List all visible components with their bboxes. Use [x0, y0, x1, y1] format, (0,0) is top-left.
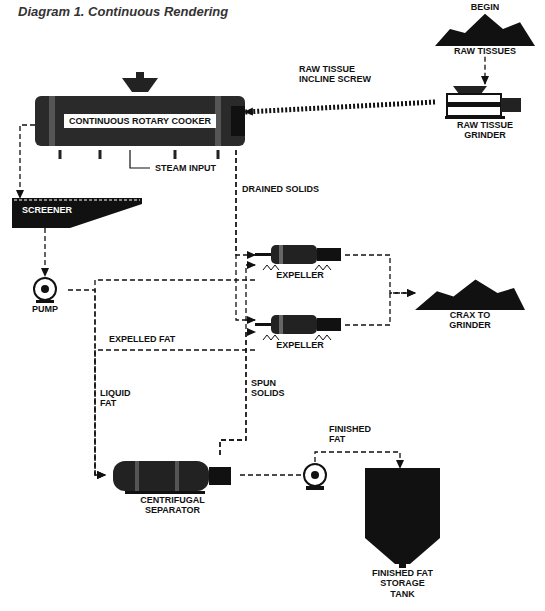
- flow-arrow: [95, 350, 255, 475]
- grinder-hopper: [453, 86, 487, 94]
- pump-hub: [41, 285, 49, 293]
- equipment-label: RAW TISSUES: [454, 46, 516, 56]
- cooker-band: [49, 96, 55, 146]
- equipment-node: EXPELLER: [255, 310, 345, 350]
- screener-wedge: [12, 198, 142, 228]
- cooker-end: [231, 106, 245, 136]
- flow-label: RAW TISSUE INCLINE SCREW: [298, 64, 384, 85]
- cooker-legs: [60, 150, 218, 159]
- expeller-motor: [317, 248, 341, 261]
- flow-arrow: [20, 125, 35, 198]
- expeller-feet: [263, 335, 279, 340]
- grinder-base: [445, 116, 505, 119]
- equipment-label: CRAX TO GRINDER: [438, 310, 502, 331]
- flow-label: LIQUID FAT: [99, 388, 141, 409]
- flow-label: EXPELLED FAT: [108, 334, 176, 344]
- grinder-drawing: [435, 84, 535, 120]
- tissue-pile: [435, 14, 535, 46]
- crax-pile: [415, 279, 525, 310]
- equipment-node: CONTINUOUS ROTARY COOKER: [35, 92, 245, 150]
- screen-mesh: [14, 200, 140, 201]
- pump-base: [36, 300, 54, 303]
- storage-tank: [365, 468, 440, 564]
- cooker-hopper: [122, 72, 158, 92]
- expeller-band: [279, 245, 283, 264]
- cooker-drum: [35, 96, 245, 146]
- flow-label: DRAINED SOLIDS: [241, 184, 320, 194]
- tank-drawing: [350, 468, 455, 568]
- flow-arrow: [68, 290, 105, 475]
- grinder-body: [447, 94, 501, 116]
- equipment-label: PUMP: [32, 304, 58, 314]
- expeller-shaft: [255, 323, 271, 326]
- expeller-feet: [263, 265, 279, 270]
- equipment-label: EXPELLER: [276, 270, 324, 280]
- equipment-label: CENTRIFUGAL SEPARATOR: [125, 495, 221, 516]
- expeller-feet: [315, 265, 331, 270]
- flow-arrow: [484, 57, 485, 84]
- equipment-label: SCREENER: [22, 205, 72, 215]
- equipment-node: CENTRIFUGAL SEPARATOR: [105, 455, 240, 516]
- steam-line: [130, 150, 150, 168]
- expeller-band: [279, 315, 283, 334]
- tank-outlet: [399, 564, 406, 568]
- equipment-node: EXPELLER: [255, 240, 345, 280]
- expeller-drawing: [255, 240, 345, 270]
- separator-motor: [209, 467, 231, 485]
- flow-arrow: [220, 265, 255, 455]
- note-label: STEAM INPUT: [154, 163, 217, 173]
- separator-band: [175, 461, 179, 491]
- equipment-node: PUMP: [22, 276, 68, 314]
- equipment-node: SCREENER: [12, 198, 142, 228]
- grinder-band: [447, 102, 501, 107]
- flow-label: FINISHED FAT: [328, 424, 382, 445]
- incline-screw: [245, 102, 435, 112]
- equipment-label: EXPELLER: [276, 340, 324, 350]
- flow-label: SPUN SOLIDS: [250, 378, 302, 399]
- equipment-node: CRAX TO GRINDER: [415, 276, 525, 331]
- expeller-barrel: [271, 315, 317, 334]
- flow-arrow: [345, 255, 415, 293]
- equipment-node: RAW TISSUE GRINDER: [435, 84, 535, 141]
- flow-arrow: [345, 293, 415, 325]
- expeller-motor: [317, 318, 341, 331]
- grinder-motor: [501, 98, 521, 112]
- pump-drawing: [22, 276, 68, 304]
- equipment-node: BEGIN RAW TISSUES: [435, 2, 535, 57]
- equipment-node: FINISHED FAT STORAGE TANK: [350, 468, 455, 599]
- equipment-label: FINISHED FAT STORAGE TANK: [372, 568, 434, 599]
- fat-pump: [304, 464, 326, 490]
- expeller-shaft: [255, 253, 271, 256]
- equipment-label: RAW TISSUE GRINDER: [449, 120, 521, 141]
- pump-body: [34, 278, 56, 300]
- sep-drawing: [105, 455, 240, 495]
- diagram-title: Diagram 1. Continuous Rendering: [18, 4, 228, 19]
- expeller-barrel: [271, 245, 317, 264]
- separator-band: [135, 461, 139, 491]
- pile-drawing: [435, 12, 535, 46]
- flow-arrow: [95, 280, 255, 475]
- expeller-drawing: [255, 310, 345, 340]
- flow-arrow: [44, 228, 45, 276]
- separator-base: [125, 491, 205, 494]
- flow-arrow: [236, 150, 255, 255]
- crax-drawing: [415, 276, 525, 310]
- separator-drum: [113, 461, 209, 491]
- equipment-label: CONTINUOUS ROTARY COOKER: [64, 114, 216, 128]
- expeller-feet: [315, 335, 331, 340]
- equipment-label: BEGIN: [471, 2, 500, 12]
